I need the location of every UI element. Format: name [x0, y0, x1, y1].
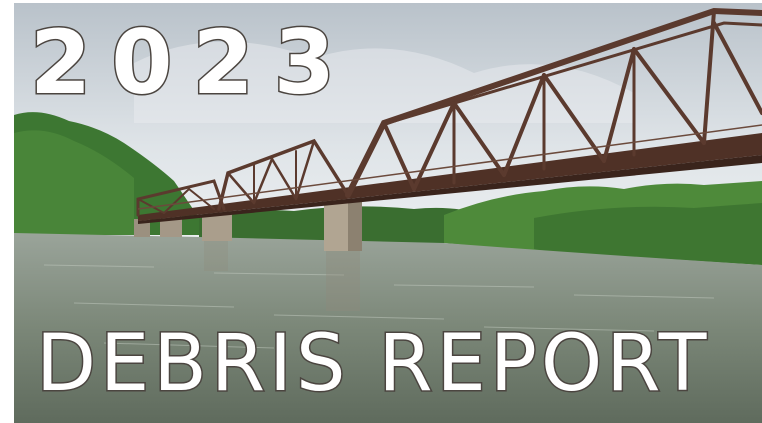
- bridge-pier-shade: [348, 199, 362, 251]
- report-title: DEBRIS REPORT: [34, 319, 711, 409]
- report-year: 2023: [29, 11, 355, 114]
- right-treeline-shade: [534, 203, 762, 265]
- water-ripples: [43, 264, 715, 349]
- cover-image: 2023 DEBRIS REPORT: [14, 3, 762, 423]
- bridge-deck-underside: [138, 155, 762, 224]
- river-water: [14, 233, 762, 423]
- bridge-railing: [137, 124, 762, 210]
- left-treeline-highlight: [14, 130, 134, 235]
- cloud: [134, 41, 634, 123]
- pier-reflection: [204, 241, 228, 271]
- river-bridge-photo: [14, 3, 762, 423]
- pier-reflection: [326, 251, 360, 311]
